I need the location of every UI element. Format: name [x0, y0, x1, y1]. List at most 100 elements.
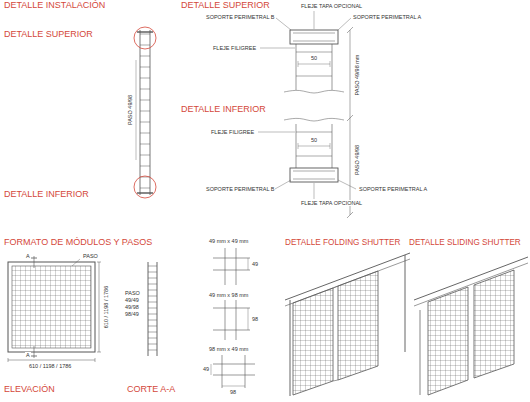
- drawing-line: [330, 61, 331, 67]
- drawing-line: [222, 386, 245, 387]
- drawing-line: [8, 358, 9, 362]
- drawing-line: [338, 180, 356, 189]
- drawing-line: [140, 56, 150, 57]
- drawing-line: [140, 67, 150, 68]
- drawing-line: [293, 171, 335, 172]
- section-title: DETALLE INFERIOR: [180, 105, 267, 115]
- drawing-line: [140, 89, 150, 90]
- mesh-panel: [474, 270, 514, 378]
- drawing-line: [140, 45, 150, 46]
- section-title: CORTE A-A: [126, 385, 176, 395]
- drawing-line: [148, 302, 157, 303]
- drawing-line: [236, 248, 237, 285]
- dimension-label: 98: [251, 316, 259, 322]
- dimension-label: 50: [310, 137, 318, 143]
- drawing-line: [213, 375, 255, 376]
- drawing-line: [298, 61, 299, 67]
- drawing-line: [148, 314, 157, 315]
- drawing-line: [31, 258, 37, 259]
- dimension-label: 49: [202, 366, 210, 372]
- drawing-line: [140, 155, 150, 156]
- drawing-line: [420, 310, 421, 395]
- drawing-line: [213, 330, 250, 331]
- drawing-line: [213, 258, 250, 259]
- drawing-line: [148, 326, 157, 327]
- drawing-line: [350, 30, 351, 215]
- drawing-line: [148, 332, 157, 333]
- dimension-label: 49: [251, 261, 259, 267]
- drawing-line: [296, 52, 332, 53]
- drawing-line: [225, 300, 226, 340]
- drawing-line: [248, 258, 249, 270]
- drawing-line: [333, 286, 338, 288]
- part-label: SOPORTE PERIMETRAL A: [358, 186, 428, 192]
- drawing-line: [290, 300, 291, 396]
- drawing-line: [95, 358, 96, 362]
- mesh-panel: [293, 288, 333, 395]
- drawing-line: [248, 308, 249, 330]
- drawing-line: [314, 11, 315, 29]
- drawing-line: [136, 60, 137, 160]
- dimension-label: 49/49: [124, 297, 140, 303]
- drawing-line: [275, 180, 291, 189]
- drawing-line: [293, 33, 335, 34]
- detail-circle: [134, 27, 156, 49]
- drawing-line: [72, 259, 80, 266]
- detail-circle: [134, 176, 156, 198]
- drawing-line: [296, 132, 332, 133]
- section-mark: A: [25, 352, 31, 358]
- drawing-line: [148, 290, 157, 291]
- dimension-label: PASO 49/98 mm: [354, 54, 360, 97]
- drawing-line: [296, 76, 332, 77]
- section-title: DETALLE SUPERIOR: [3, 30, 94, 40]
- drawing-line: [298, 146, 330, 147]
- part-label: SOPORTE PERIMETRAL B: [205, 186, 275, 192]
- drawing-line: [148, 320, 157, 321]
- drawing-line: [236, 300, 237, 340]
- dimension-label: 49/98: [124, 304, 140, 310]
- dimension-label: PASO 49/98: [354, 144, 360, 176]
- drawing-line: [97, 352, 101, 353]
- drawing-line: [140, 78, 150, 79]
- drawing-rect: [290, 168, 338, 182]
- section-title: ELEVACIÓN: [3, 385, 56, 395]
- dimension-label: 98/49: [124, 311, 140, 317]
- drawing-line: [148, 350, 157, 351]
- drawing-line: [296, 124, 297, 168]
- drawing-line: [140, 34, 150, 35]
- drawing-line: [140, 166, 150, 167]
- drawing-line: [333, 380, 338, 381]
- drawing-line: [31, 356, 37, 357]
- drawing-line: [140, 30, 141, 195]
- drawing-line: [148, 262, 149, 356]
- drawing-line: [347, 115, 353, 121]
- drawing-line: [296, 44, 297, 90]
- drawing-line: [298, 64, 330, 65]
- drawing-line: [211, 364, 212, 375]
- drawing-line: [148, 338, 157, 339]
- drawing-line: [8, 360, 95, 361]
- part-label: FLEJE TAPA OPCIONAL: [300, 3, 363, 9]
- section-title: FORMATO DE MÓDULOS Y PASOS: [3, 238, 153, 248]
- drawing-line: [245, 355, 246, 388]
- drawing-line: [137, 192, 153, 193]
- drawing-line: [140, 133, 150, 134]
- drawing-line: [276, 18, 291, 30]
- drawing-line: [140, 111, 150, 112]
- dimension-label: PASO: [82, 253, 99, 259]
- drawing-line: [137, 31, 153, 32]
- drawing-line: [225, 248, 226, 285]
- section-mark: A: [25, 253, 31, 259]
- section-title: DETALLE SLIDING SHUTTER: [408, 238, 522, 247]
- drawing-line: [213, 270, 250, 271]
- part-label: FLEJE FILIGREE: [212, 45, 257, 51]
- drawing-line: [148, 284, 157, 285]
- drawing-line: [260, 48, 295, 49]
- drawing-line: [405, 255, 406, 352]
- dimension-label: 98 mm x 49 mm: [208, 346, 249, 352]
- drawing-line: [157, 262, 158, 356]
- drawing-rect: [8, 262, 95, 352]
- drawing-line: [314, 183, 315, 199]
- section-title: DETALLE SUPERIOR: [180, 1, 271, 11]
